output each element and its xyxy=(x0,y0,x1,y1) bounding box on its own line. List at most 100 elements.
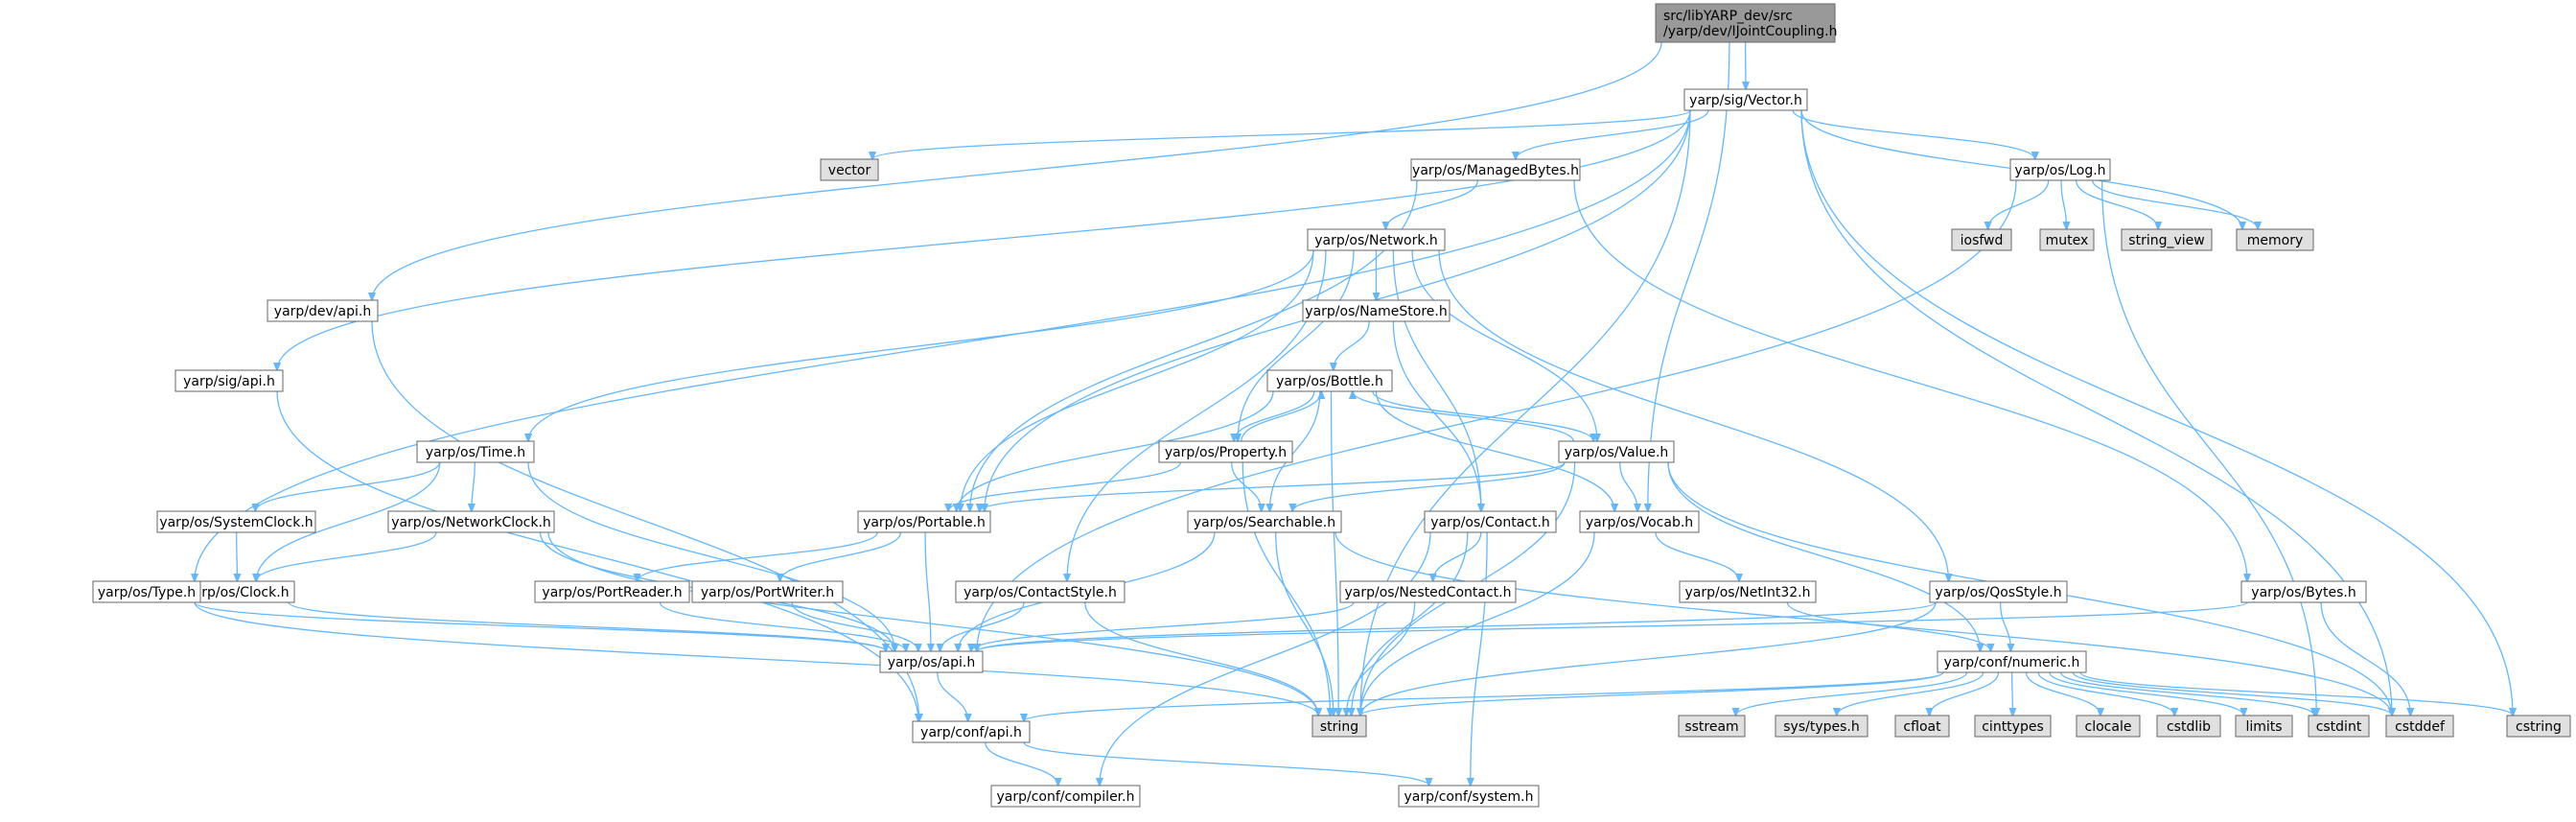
node-system[interactable]: yarp/conf/system.h xyxy=(1398,785,1540,808)
node-systemclock[interactable]: yarp/os/SystemClock.h xyxy=(156,510,316,533)
node-managedbytes[interactable]: yarp/os/ManagedBytes.h xyxy=(1410,158,1581,181)
node-label: sstream xyxy=(1684,719,1738,735)
node-box xyxy=(1307,228,1446,251)
edge-conf_api-to-system xyxy=(1023,741,1428,786)
node-qosstyle[interactable]: yarp/os/QosStyle.h xyxy=(1929,580,2068,603)
node-contactstyle[interactable]: yarp/os/ContactStyle.h xyxy=(955,580,1126,603)
node-label: yarp/os/Searchable.h xyxy=(1194,515,1335,530)
node-label: yarp/os/Time.h xyxy=(426,445,525,460)
node-conf_api[interactable]: yarp/conf/api.h xyxy=(912,720,1031,743)
edge-line xyxy=(255,461,441,511)
node-cstddef: cstddef xyxy=(2385,715,2454,738)
edge-line xyxy=(780,531,902,581)
node-box xyxy=(990,785,1141,808)
edge-line xyxy=(194,601,1318,716)
edge-property-to-bottle xyxy=(1241,391,1322,442)
edge-os_api-to-conf_api xyxy=(937,671,968,721)
node-limits: limits xyxy=(2235,715,2293,738)
edge-log-to-cstdint xyxy=(2100,179,2317,716)
node-root[interactable]: src/libYARP_dev/src/yarp/dev/IJointCoupl… xyxy=(1655,3,1837,43)
edge-line xyxy=(1375,390,1614,511)
node-box xyxy=(2121,228,2213,251)
node-network[interactable]: yarp/os/Network.h xyxy=(1307,228,1446,251)
edge-vector_h-to-cstddef xyxy=(1800,109,2392,716)
edge-line xyxy=(1837,671,1984,716)
edge-line xyxy=(1330,390,1339,716)
edge-line xyxy=(472,461,475,511)
node-contact[interactable]: yarp/os/Contact.h xyxy=(1424,510,1557,533)
edge-nestedcontact-to-os_api xyxy=(971,601,1355,651)
node-type[interactable]: yarp/os/Type.h xyxy=(92,580,201,603)
node-dev_api[interactable]: yarp/dev/api.h xyxy=(267,299,379,322)
node-mutex: mutex xyxy=(2039,228,2095,251)
node-bytes[interactable]: yarp/os/Bytes.h xyxy=(2240,580,2367,603)
edge-line xyxy=(977,601,2248,651)
edge-vector_h-to-vector xyxy=(872,109,1691,159)
edge-line xyxy=(1648,41,1730,511)
node-namestore[interactable]: yarp/os/NameStore.h xyxy=(1302,299,1450,322)
edge-line xyxy=(1346,601,1416,716)
edge-line xyxy=(1269,390,1321,511)
node-box xyxy=(1974,715,2052,738)
node-vector_h[interactable]: yarp/sig/Vector.h xyxy=(1683,88,1808,111)
node-label: cstdlib xyxy=(2167,719,2211,735)
node-memory: memory xyxy=(2236,228,2314,251)
edge-line xyxy=(1230,461,1262,511)
edge-property-to-string xyxy=(1242,461,1330,716)
node-property[interactable]: yarp/os/Property.h xyxy=(1158,440,1293,463)
node-cfloat: cfloat xyxy=(1894,715,1950,738)
node-box xyxy=(1424,510,1557,533)
edge-qosstyle-to-numeric xyxy=(1999,601,2011,651)
node-portwriter[interactable]: yarp/os/PortWriter.h xyxy=(691,580,844,603)
edge-line xyxy=(961,249,1314,511)
node-cstring: cstring xyxy=(2506,715,2571,738)
node-portable[interactable]: yarp/os/Portable.h xyxy=(857,510,991,533)
node-box xyxy=(1683,88,1808,111)
edge-sig_api-to-conf_api xyxy=(276,390,918,721)
node-vocab[interactable]: yarp/os/Vocab.h xyxy=(1579,510,1700,533)
node-label: yarp/os/ManagedBytes.h xyxy=(1412,163,1579,178)
dependency-nodes: src/libYARP_dev/src/yarp/dev/IJointCoupl… xyxy=(92,3,2571,808)
node-searchable[interactable]: yarp/os/Searchable.h xyxy=(1187,510,1342,533)
edge-bottle-to-vocab xyxy=(1375,390,1614,511)
node-value[interactable]: yarp/os/Value.h xyxy=(1558,440,1675,463)
edge-line xyxy=(1433,531,1482,581)
edge-line xyxy=(1360,601,1937,716)
edge-numeric-to-limits xyxy=(2049,671,2244,716)
node-portreader[interactable]: yarp/os/PortReader.h xyxy=(534,580,690,603)
edge-line xyxy=(1023,741,1428,786)
edge-line xyxy=(2091,179,2258,229)
edge-line xyxy=(194,601,886,651)
edge-value-to-numeric xyxy=(1667,461,1981,651)
node-sig_api[interactable]: yarp/sig/api.h xyxy=(174,369,284,392)
edge-systemclock-to-clock xyxy=(237,531,238,581)
node-numeric[interactable]: yarp/conf/numeric.h xyxy=(1937,650,2087,673)
edge-line xyxy=(1372,390,1593,441)
node-time[interactable]: yarp/os/Time.h xyxy=(416,440,535,463)
node-box xyxy=(1937,650,2087,673)
node-box xyxy=(1558,440,1675,463)
edge-portwriter-to-os_api xyxy=(791,601,918,651)
node-networkclock[interactable]: yarp/os/NetworkClock.h xyxy=(387,510,555,533)
node-netint32[interactable]: yarp/os/NetInt32.h xyxy=(1679,580,1817,603)
edge-line xyxy=(872,109,1691,159)
node-log[interactable]: yarp/os/Log.h xyxy=(2009,158,2111,181)
node-label: cstring xyxy=(2516,719,2562,735)
node-bottle[interactable]: yarp/os/Bottle.h xyxy=(1266,369,1393,392)
edge-line xyxy=(957,390,1274,511)
edge-line xyxy=(256,461,441,581)
edge-contactstyle-to-string xyxy=(1084,601,1318,716)
node-box xyxy=(2235,715,2293,738)
edge-line xyxy=(1999,601,2011,651)
node-nestedcontact[interactable]: yarp/os/NestedContact.h xyxy=(1339,580,1517,603)
edge-bottle-to-value xyxy=(1372,390,1593,441)
edge-network-to-qosstyle xyxy=(1438,249,1949,581)
node-compiler[interactable]: yarp/conf/compiler.h xyxy=(990,785,1141,808)
edge-conf_api-to-compiler xyxy=(985,741,1058,786)
node-clock[interactable]: yarp/os/Clock.h xyxy=(179,580,295,603)
node-os_api[interactable]: yarp/os/api.h xyxy=(879,650,984,673)
edge-line xyxy=(1988,179,2050,229)
node-systypes: sys/types.h xyxy=(1775,715,1868,738)
edge-numeric-to-cstddef xyxy=(2072,671,2392,716)
node-box xyxy=(2506,715,2571,738)
